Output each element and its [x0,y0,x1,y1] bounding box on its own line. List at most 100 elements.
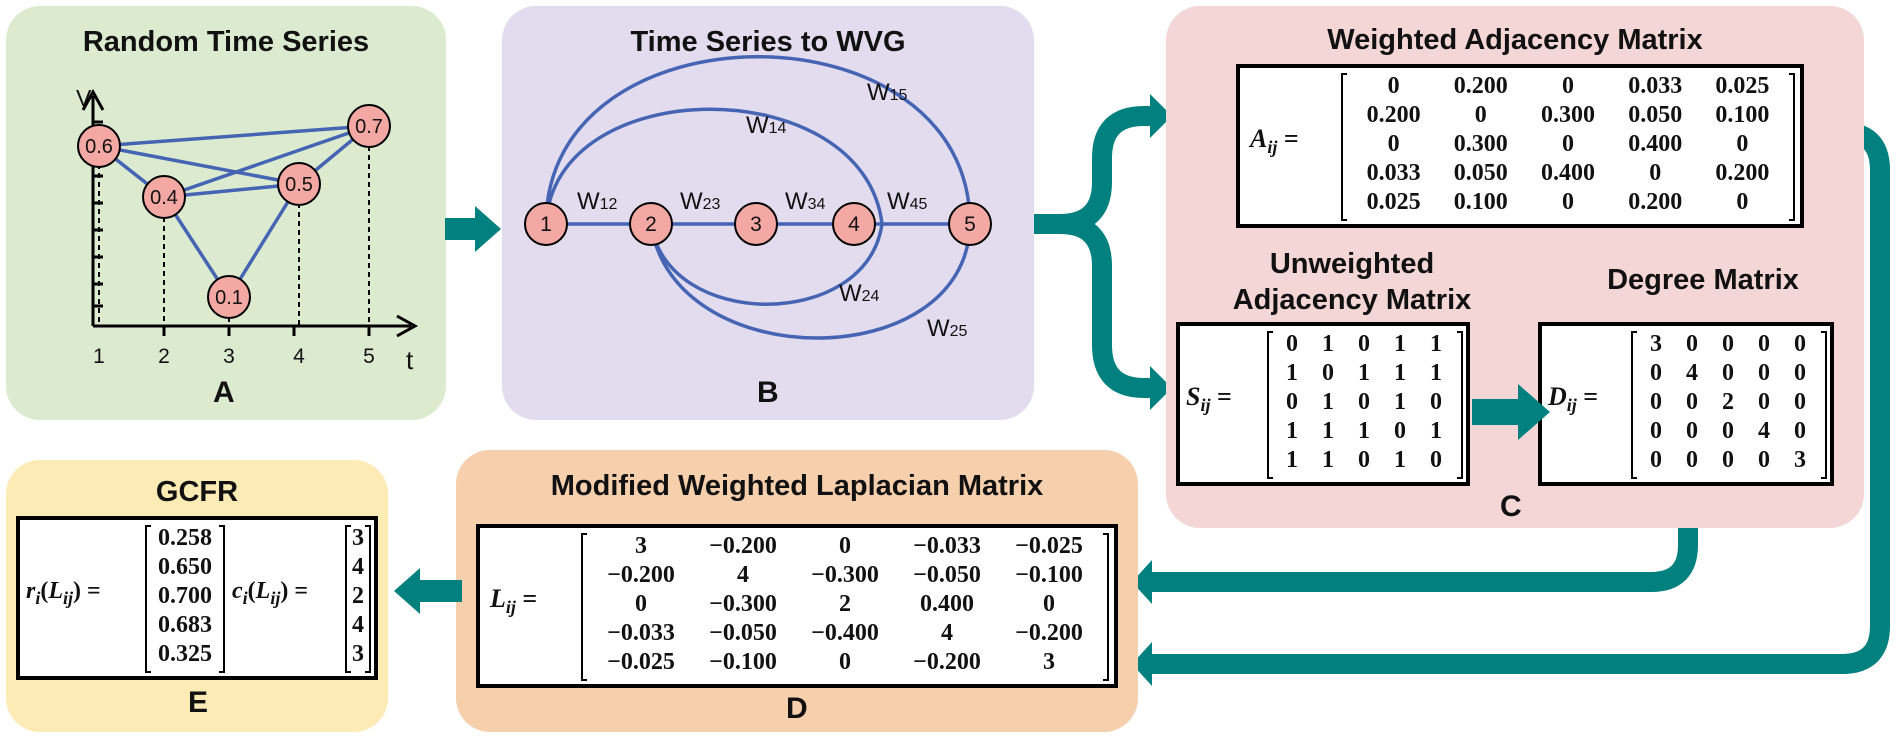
visibility-graph: 1 2 3 4 5 W12 W23 W34 W45 W14 W15 W24 W2… [524,55,992,342]
matrix-cell: 0 [1722,418,1734,444]
laplacian-matrix-lhs: Lij = [490,584,538,617]
matrix-cell: 0 [1758,360,1770,386]
panel-d-title: Modified Weighted Laplacian Matrix [550,470,1044,502]
edge-label-w24: W24 [839,280,880,307]
edge-label-w23: W23 [680,188,721,215]
edge-label-w25: W25 [927,315,968,342]
x-tick-4: 4 [293,345,305,368]
panel-a: Random Time Series [6,6,446,420]
matrix-cell: 0 [1358,389,1370,415]
edge-w14 [544,107,884,225]
matrix-cell: −0.200 [913,649,981,675]
node-a2 [142,175,186,219]
connector-degree-to-d [1152,478,1698,592]
node-b3 [734,202,778,246]
matrix-cell: 4 [1758,418,1770,444]
panel-b: Time Series to WVG 1 2 3 4 5 W12 W23 W34 [502,6,1034,420]
matrix-cell: 0.100 [1453,189,1508,215]
vector-cell: 0.325 [158,641,212,667]
matrix-cell: 0 [1794,418,1806,444]
edge-label-w12: W12 [577,188,618,215]
matrix-cell: −0.050 [913,562,981,588]
matrix-cell: 1 [1322,389,1334,415]
gcfr-c-lhs: ci(Lij) = [232,578,309,608]
panel-d-label: D [786,692,808,725]
panel-d: Modified Weighted Laplacian Matrix Lij =… [456,450,1138,732]
edge-w24 [649,223,884,306]
vector-cell: 3 [352,525,364,551]
edge-w15 [544,55,972,225]
matrix-cell: 0 [1758,389,1770,415]
matrix-cell: 4 [941,620,953,646]
matrix-cell: 0 [1286,389,1298,415]
matrix-cell: −0.200 [607,562,675,588]
node-a4 [277,162,321,206]
edge-label-w45: W45 [887,188,928,215]
vector-cell: 0.258 [158,525,212,551]
matrix-cell: 1 [1286,360,1298,386]
matrix-cell: −0.025 [607,649,675,675]
node-a3 [207,275,251,319]
matrix-cell: 3 [1043,649,1055,675]
x-tick-5: 5 [363,345,375,368]
arrowhead-c-bottom [1150,366,1172,410]
matrix-cell: 0.200 [1715,160,1770,186]
arrow-d-to-e [394,568,462,614]
x-tick-2: 2 [158,345,170,368]
node-b5-label: 5 [964,213,976,236]
node-a1-label: 0.6 [85,136,113,158]
panel-b-title: Time Series to WVG [630,26,906,58]
node-b5 [948,202,992,246]
node-a5 [347,104,391,148]
vector-cell: 4 [352,554,364,580]
degree-matrix-title: Degree Matrix [1607,264,1799,296]
matrix-cell: 0 [1650,418,1662,444]
matrix-cell: 0.400 [1540,160,1595,186]
matrix-cell: 1 [1322,331,1334,357]
matrix-cell: 0 [839,533,851,559]
matrix-cell: 3 [1794,447,1806,473]
matrix-cell: 1 [1286,418,1298,444]
vector-cell: 0.700 [158,583,212,609]
matrix-cell: 0.033 [1628,73,1683,99]
matrix-cell: 1 [1394,389,1406,415]
matrix-cell: 0 [1686,447,1698,473]
matrix-cell: 1 [1394,331,1406,357]
matrix-cell: 0 [1722,447,1734,473]
connector-b-to-c-lower [1059,214,1154,398]
node-a2-label: 0.4 [150,187,178,209]
matrix-cell: −0.033 [607,620,675,646]
matrix-cell: 0 [1358,447,1370,473]
matrix-cell: 0 [1686,418,1698,444]
matrix-cell: 0.033 [1366,160,1421,186]
matrix-cell: −0.300 [709,591,777,617]
matrix-cell: −0.200 [709,533,777,559]
x-axis-label: t [406,345,414,375]
node-b1-label: 1 [540,213,552,236]
matrix-cell: 0 [1650,389,1662,415]
panel-e-title: GCFR [155,476,239,508]
panel-a-title: Random Time Series [82,26,370,58]
laplacian-matrix-box: Lij = 3 −0.200 0 −0.033 −0.025 −0.200 4 −0.300 −… [476,524,1118,688]
vector-cell: 2 [352,583,364,609]
matrix-cell: 1 [1286,447,1298,473]
matrix-cell: 1 [1322,447,1334,473]
matrix-cell: 0.050 [1628,102,1683,128]
node-b4-label: 4 [848,213,860,236]
matrix-cell: 0 [1430,447,1442,473]
matrix-cell: 0 [1430,389,1442,415]
panel-b-label: B [757,376,779,409]
connector-b-to-c [1032,106,1154,234]
arrowhead-d-top [1132,560,1152,604]
matrix-cell: 0 [1794,389,1806,415]
node-b2 [629,202,673,246]
matrix-cell: 0 [1722,360,1734,386]
matrix-cell: 3 [1650,331,1662,357]
matrix-cell: 0 [1736,189,1749,215]
matrix-cell: 0 [1561,131,1574,157]
matrix-cell: 0.025 [1366,189,1421,215]
